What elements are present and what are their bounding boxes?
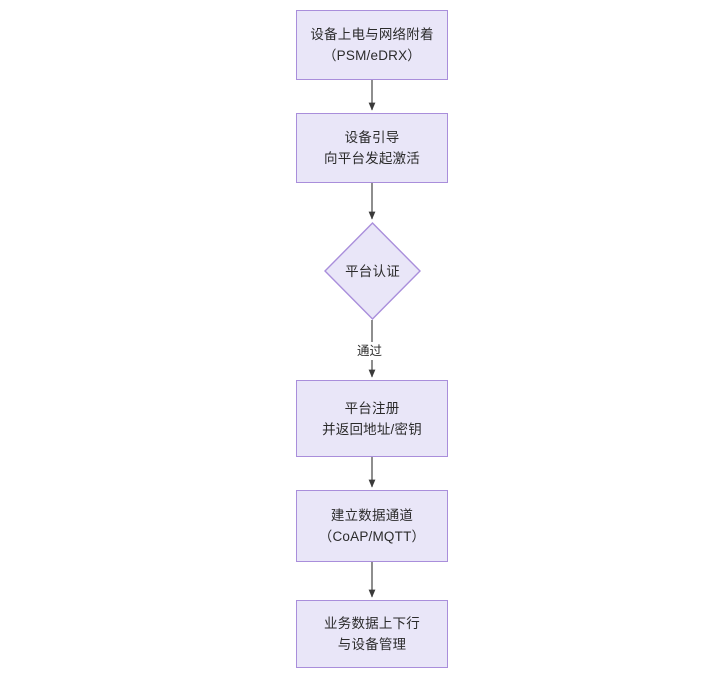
node-line: 向平台发起激活 [324,151,420,166]
node-line: 业务数据上下行 [324,616,420,631]
node-device-bootstrap[interactable]: 设备引导 向平台发起激活 [296,113,448,183]
node-line: 平台认证 [345,263,400,279]
node-line: （PSM/eDRX） [322,48,422,63]
diamond-shape [324,222,421,320]
node-platform-register[interactable]: 平台注册 并返回地址/密钥 [296,380,448,457]
node-line: 平台注册 [344,400,400,416]
node-establish-data-channel[interactable]: 建立数据通道 （CoAP/MQTT） [296,490,448,562]
node-device-power-on[interactable]: 设备上电与网络附着 （PSM/eDRX） [296,10,448,80]
node-platform-auth-decision[interactable]: 平台认证 [324,222,421,320]
node-line: 建立数据通道 [330,508,414,523]
edge-label-pass: 通过 [354,342,386,360]
node-business-data-and-device-management[interactable]: 业务数据上下行 与设备管理 [296,600,448,668]
node-line: 设备引导 [344,130,400,145]
node-line: 与设备管理 [337,637,407,652]
node-line: （CoAP/MQTT） [318,529,426,544]
node-line: 设备上电与网络附着 [310,27,434,42]
node-line: 并返回地址/密钥 [322,421,422,437]
